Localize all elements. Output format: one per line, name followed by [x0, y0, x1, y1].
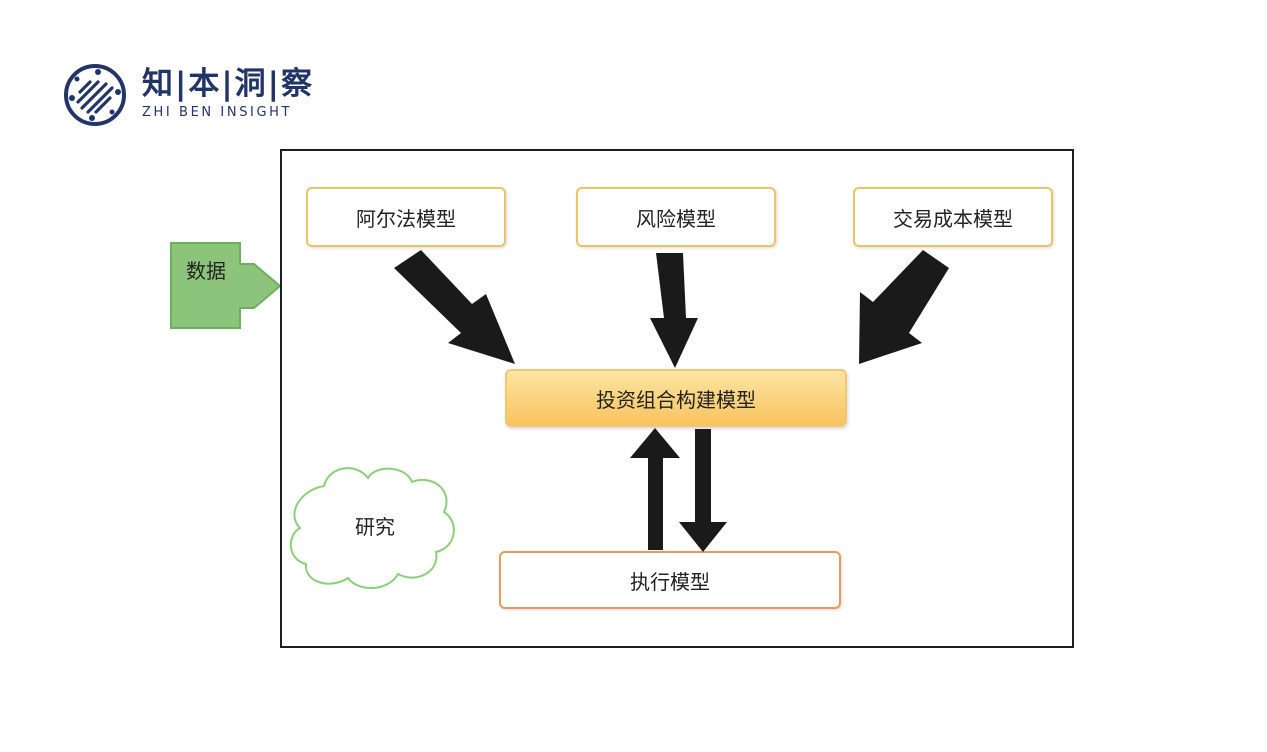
research-cloud — [290, 467, 455, 590]
alpha-to-portfolio-arrow — [394, 250, 515, 364]
research-label: 研究 — [355, 515, 395, 539]
data-input-label: 数据 — [186, 259, 226, 283]
execution-model-box: 执行模型 — [499, 551, 841, 609]
data-input-arrow — [170, 242, 282, 329]
risk-model-box: 风险模型 — [576, 187, 776, 247]
execution-to-portfolio-arrow — [630, 428, 680, 550]
alpha-model-box: 阿尔法模型 — [306, 187, 506, 247]
cost-model-box: 交易成本模型 — [853, 187, 1053, 247]
brand-circuit-icon — [64, 64, 126, 126]
brand-name-en: ZHI BEN INSIGHT — [142, 105, 293, 120]
cost-to-portfolio-arrow — [859, 250, 949, 364]
portfolio-to-execution-arrow — [679, 429, 727, 552]
brand-logo: 知|本|洞|察 ZHI BEN INSIGHT — [62, 62, 322, 128]
brand-name-cn: 知|本|洞|察 — [142, 66, 314, 102]
portfolio-model-box: 投资组合构建模型 — [505, 369, 847, 427]
risk-to-portfolio-arrow — [650, 253, 698, 368]
